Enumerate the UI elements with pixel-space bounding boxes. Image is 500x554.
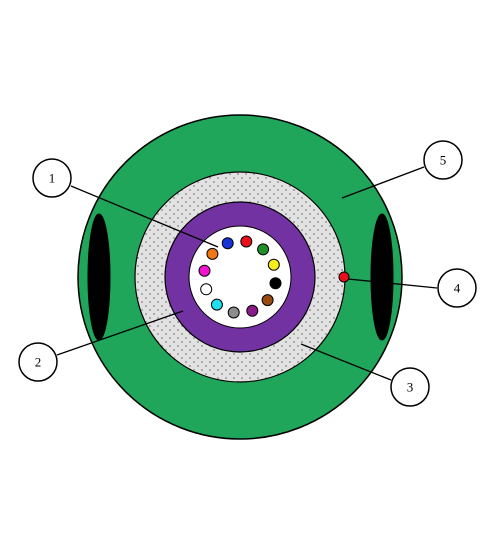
fiber-10	[198, 264, 211, 277]
leader-lines	[56, 166, 438, 381]
fiber-8	[210, 298, 223, 311]
fiber-2	[257, 243, 270, 256]
fiber-group	[198, 235, 282, 319]
callout-4-label: 4	[454, 281, 461, 296]
callout-4: 4	[437, 268, 477, 308]
fiber-9	[200, 283, 213, 296]
strength-member-left	[87, 213, 111, 341]
fiber-3	[267, 258, 280, 271]
callout-3-label: 3	[407, 380, 414, 395]
leader-line-2	[56, 310, 184, 356]
fiber-12	[221, 237, 234, 250]
fiber-1	[240, 235, 253, 248]
leader-line-5	[341, 166, 425, 199]
leader-line-3	[300, 343, 392, 381]
strength-member-right	[370, 213, 394, 341]
callout-2: 2	[18, 342, 58, 382]
fiber-5	[261, 294, 274, 307]
fiber-6	[246, 304, 259, 317]
callout-2-label: 2	[35, 355, 42, 370]
callout-5: 5	[423, 140, 463, 180]
fiber-7	[227, 306, 240, 319]
ripcord	[338, 271, 350, 283]
leader-line-1	[70, 185, 219, 248]
callout-5-label: 5	[440, 153, 447, 168]
callout-3: 3	[390, 367, 430, 407]
leader-line-4	[347, 278, 438, 289]
callout-1-label: 1	[49, 171, 56, 186]
callout-1: 1	[32, 158, 72, 198]
fiber-4	[269, 277, 282, 290]
fiber-11	[206, 247, 219, 260]
